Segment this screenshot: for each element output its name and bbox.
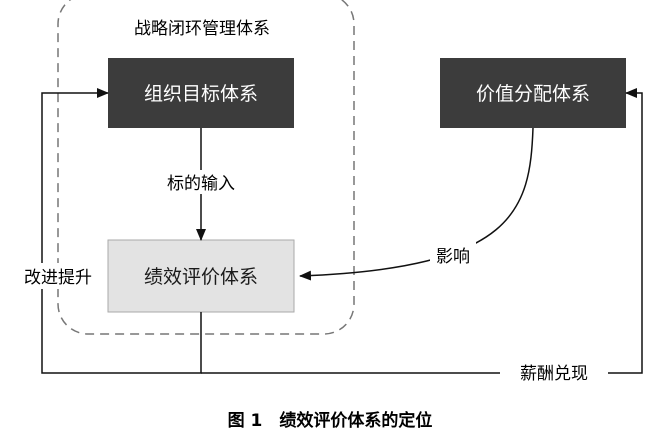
improve-label: 改进提升 xyxy=(24,268,92,288)
influence-arrow xyxy=(299,127,534,281)
value-distribution-label: 价值分配体系 xyxy=(476,83,590,105)
feedback-loop-right xyxy=(201,88,643,374)
org-goal-label: 组织目标体系 xyxy=(144,83,258,105)
strategy-loop-title: 战略闭环管理体系 xyxy=(134,19,270,39)
figure-caption: 图 1 绩效评价体系的定位 xyxy=(228,410,433,431)
strategy-loop-frame xyxy=(57,0,355,335)
performance-eval-box xyxy=(107,239,295,313)
goal-input-label: 标的输入 xyxy=(167,174,235,194)
salary-label: 薪酬兑现 xyxy=(520,364,588,384)
feedback-loop-left xyxy=(41,88,202,374)
org-goal-box xyxy=(108,58,294,128)
influence-label: 影响 xyxy=(436,247,470,267)
value-distribution-box xyxy=(440,58,626,128)
performance-eval-label: 绩效评价体系 xyxy=(144,266,258,288)
